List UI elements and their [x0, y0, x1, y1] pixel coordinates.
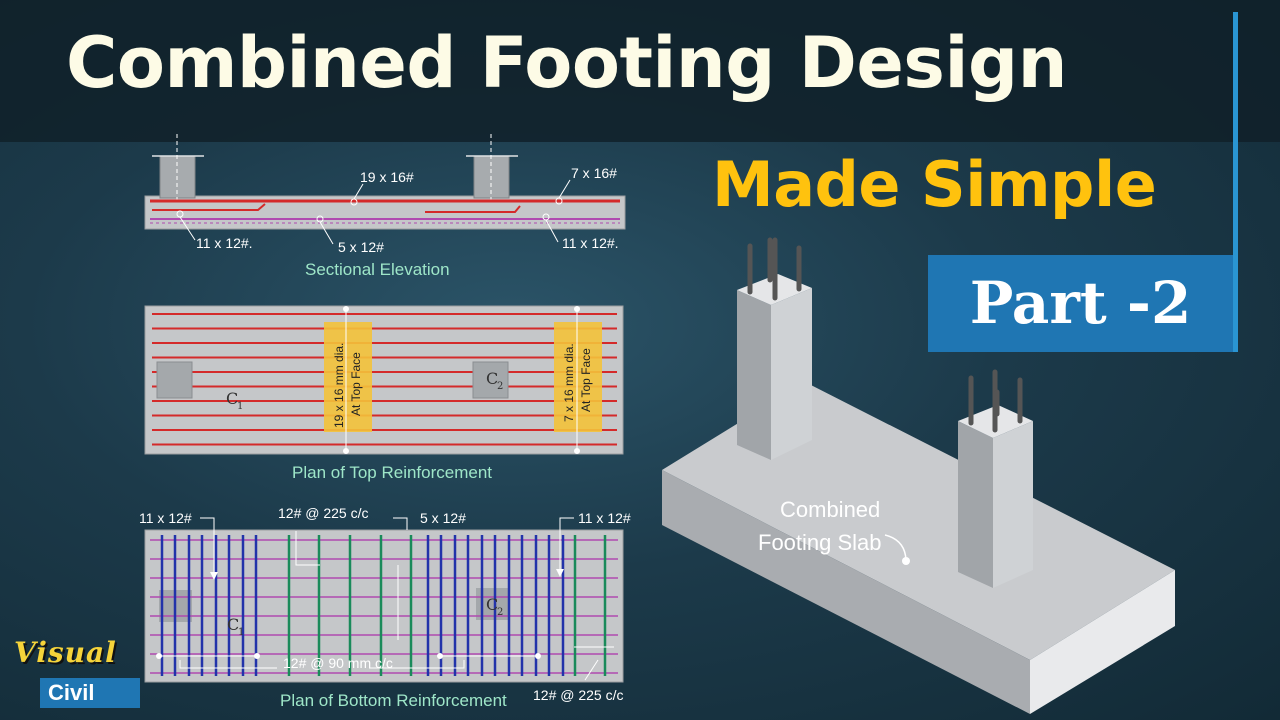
iso-slab-right-face	[1030, 570, 1175, 714]
bottom-label-5x12: 5 x 12#	[420, 510, 466, 526]
isometric-footing: Combined Footing Slab	[662, 237, 1175, 714]
iso-column-1-left	[737, 290, 771, 460]
top-plan-band-2	[554, 322, 602, 432]
iso-column-2-right	[993, 421, 1033, 588]
bottom-plan-c2-label: C	[486, 595, 498, 614]
elevation-label-7x16: 7 x 16#	[571, 165, 617, 181]
top-band-2-line-1: 7 x 16 mm dia.	[562, 343, 576, 422]
top-plan-c2-label: C	[486, 369, 498, 388]
brand-logo: Visual Civil	[6, 636, 140, 716]
accent-divider	[1233, 12, 1238, 352]
top-plan-column-1	[156, 361, 193, 399]
elevation-label-5x12: 5 x 12#	[338, 239, 384, 255]
elevation-mid-bar-right	[425, 205, 521, 213]
top-plan-caption: Plan of Top Reinforcement	[292, 463, 492, 482]
iso-label-leader	[884, 534, 907, 561]
top-plan-c2-sub: 2	[497, 381, 503, 392]
page-subtitle: Made Simple	[712, 148, 1157, 221]
elevation-label-11x12-left: 11 x 12#.	[196, 235, 253, 251]
top-plan-rebars	[152, 313, 617, 446]
sectional-elevation: 19 x 16# 7 x 16# 11 x 12#. 5 x 12# 11 x …	[144, 134, 626, 279]
bottom-label-225cc-bottom: 12# @ 225 c/c	[533, 687, 624, 703]
bottom-reinforcement-plan: C 1 C 2 11 x 12# 12# @ 225 c/c 5 x 12# 1…	[139, 505, 631, 710]
iso-slab-left-face	[662, 470, 1030, 714]
iso-starter-bars	[747, 237, 1023, 433]
bottom-plan-c2-sub: 2	[497, 607, 503, 618]
logo-text-visual: Visual	[14, 636, 117, 669]
part-label: Part -2	[969, 269, 1192, 337]
bottom-plan-c1-sub: 1	[238, 627, 244, 638]
elevation-label-19x16: 19 x 16#	[360, 169, 414, 185]
top-plan-column-2	[472, 361, 509, 399]
elevation-label-11x12-right: 11 x 12#.	[562, 235, 619, 251]
bottom-label-225cc-top: 12# @ 225 c/c	[278, 505, 369, 521]
iso-label-line-1: Combined	[780, 497, 880, 522]
page-title: Combined Footing Design	[66, 22, 1067, 104]
bottom-plan-rebars	[150, 535, 618, 676]
bottom-plan-slab	[144, 529, 624, 683]
bottom-plan-caption: Plan of Bottom Reinforcement	[280, 691, 507, 710]
top-plan-c1-label: C	[226, 389, 238, 408]
part-badge: Part -2	[928, 255, 1233, 352]
top-plan-c1-sub: 1	[237, 401, 243, 412]
bottom-label-90cc: 12# @ 90 mm c/c	[283, 655, 393, 671]
bottom-plan-c1-label: C	[227, 615, 239, 634]
title-band	[0, 0, 1280, 142]
top-reinforcement-plan: 19 x 16 mm dia. At Top Face 7 x 16 mm di…	[144, 305, 624, 482]
iso-column-2-left	[958, 421, 993, 588]
top-band-1-line-2: At Top Face	[349, 352, 363, 416]
bottom-label-11x12-right: 11 x 12#	[578, 510, 631, 526]
iso-column-1-right	[771, 288, 812, 460]
logo-text-civil: Civil	[40, 678, 140, 708]
top-plan-band-1	[324, 322, 372, 432]
top-band-2-line-2: At Top Face	[579, 348, 593, 412]
iso-slab-top	[662, 382, 1175, 660]
elevation-caption: Sectional Elevation	[305, 260, 450, 279]
elevation-mid-bar-left	[152, 203, 266, 211]
bottom-label-11x12-left: 11 x 12#	[139, 510, 192, 526]
iso-label-line-2: Footing Slab	[758, 530, 882, 555]
top-band-1-line-1: 19 x 16 mm dia.	[332, 343, 346, 428]
